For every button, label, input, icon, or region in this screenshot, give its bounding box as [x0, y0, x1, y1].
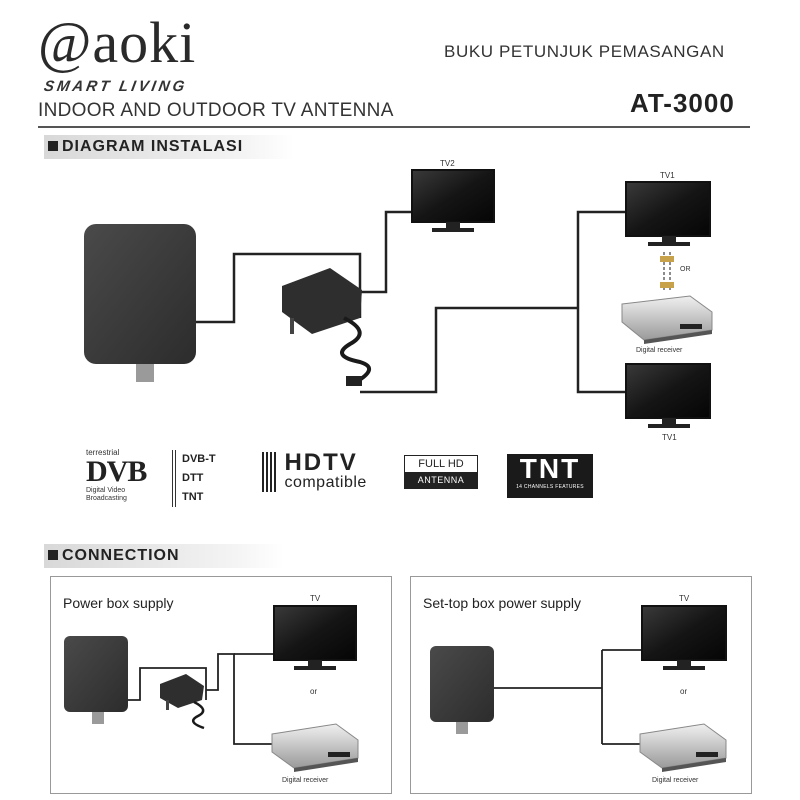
left-receiver-icon [271, 723, 359, 772]
hdtv-logo: HDTV compatible [262, 449, 367, 492]
left-or-label: or [310, 687, 317, 696]
left-tv-label: TV [310, 594, 321, 603]
right-receiver-icon [639, 723, 727, 772]
antenna-icon [84, 224, 196, 382]
section-title-connection: CONNECTION [62, 547, 180, 564]
panel-title-power-box: Power box supply [63, 595, 174, 611]
section-title-installation: DIAGRAM INSTALASI [62, 138, 244, 155]
hdtv-main-text: HDTV [284, 449, 358, 476]
panel-title-set-top-box: Set-top box power supply [423, 595, 581, 611]
digital-receiver-icon [621, 295, 713, 344]
brand-logo: @aoki [38, 10, 197, 75]
receiver-label-main: Digital receiver [636, 347, 683, 354]
dvb-logo: terrestrial DVB Digital Video Broadcasti… [86, 448, 152, 503]
cable-connector-icon [660, 252, 674, 292]
hdtv-sub-text: compatible [284, 474, 367, 491]
tnt-logo: TNT 14 CHANNELS FEATURES [507, 454, 593, 498]
standard-item: DVB-T [182, 453, 216, 465]
power-adapter-icon [282, 268, 371, 386]
product-subtitle: INDOOR AND OUTDOOR TV ANTENNA [38, 100, 394, 121]
right-or-label: or [680, 687, 687, 696]
left-tv-icon [273, 605, 357, 670]
fullhd-bottom-text: ANTENNA [405, 472, 477, 488]
model-number: AT-3000 [630, 88, 735, 118]
tv2-icon [411, 169, 495, 232]
bullet-square-icon [48, 141, 58, 151]
left-power-adapter-icon [160, 674, 205, 730]
standard-item: DTT [182, 472, 204, 484]
hdtv-bars-icon [262, 452, 276, 492]
standard-item: TNT [182, 491, 204, 503]
tv1-top-icon [625, 181, 711, 246]
right-cable-lines [494, 649, 642, 745]
manual-title: BUKU PETUNJUK PEMASANGAN [444, 42, 725, 61]
dvb-sub-text-1: Digital Video [86, 487, 126, 494]
section-header-installation: DIAGRAM INSTALASI [44, 135, 294, 159]
fullhd-top-text: FULL HD [418, 458, 464, 470]
tv2-label: TV2 [440, 159, 455, 168]
tv1-bottom-label: TV1 [662, 433, 677, 442]
right-tv-label: TV [679, 594, 690, 603]
left-antenna-icon [64, 636, 128, 724]
dvb-sub-text-2: Broadcasting [86, 495, 127, 502]
bullet-square-icon [48, 550, 58, 560]
right-antenna-icon [430, 646, 494, 734]
fullhd-logo: FULL HD ANTENNA [404, 455, 478, 489]
left-receiver-label: Digital receiver [282, 777, 329, 784]
tnt-main-text: TNT [519, 453, 581, 484]
right-tv-icon [641, 605, 727, 670]
tnt-sub-text: 14 CHANNELS FEATURES [516, 484, 584, 490]
right-receiver-label: Digital receiver [652, 777, 699, 784]
left-cable-lines [128, 653, 274, 745]
section-header-connection: CONNECTION [44, 544, 284, 568]
dvb-main-text: DVB [86, 455, 147, 488]
header-divider [38, 126, 750, 128]
tv1-top-label: TV1 [660, 171, 675, 180]
tv1-bottom-icon [625, 363, 711, 428]
standards-logo: DVB-T DTT TNT [172, 450, 216, 507]
cable-lines [196, 210, 626, 394]
dvb-top-text: terrestrial [86, 448, 120, 457]
or-label-main: OR [680, 266, 691, 273]
